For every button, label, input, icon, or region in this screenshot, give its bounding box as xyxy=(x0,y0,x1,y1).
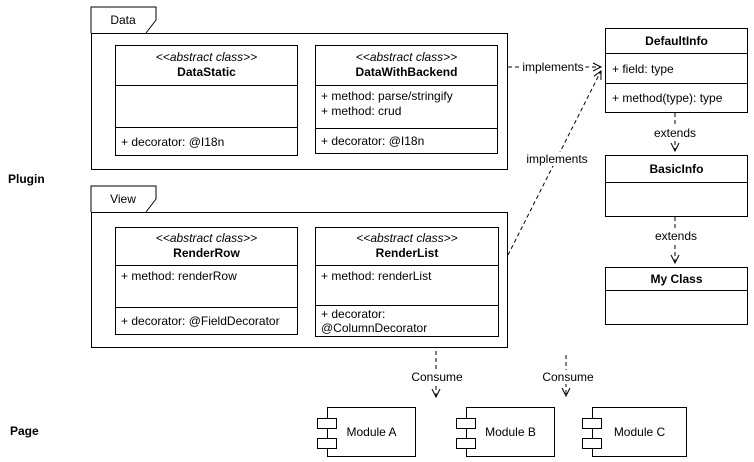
class-myclass-title: My Class xyxy=(606,268,747,291)
stereotype-label: <<abstract class>> xyxy=(356,231,458,245)
module-name: Module B xyxy=(485,425,536,439)
class-datastatic-decorator: + decorator: @I18n xyxy=(116,128,297,155)
component-port-icon xyxy=(582,418,602,429)
implements-label-data: implements xyxy=(520,60,586,74)
class-name: RenderRow xyxy=(173,246,240,260)
method-text: + method: parse/stringify xyxy=(321,89,453,103)
component-port-icon xyxy=(582,438,602,449)
data-package-tab xyxy=(90,6,157,34)
module-name: Module C xyxy=(613,425,666,439)
data-package-title: Data xyxy=(110,13,136,27)
decorator-text: + decorator: @I18n xyxy=(121,134,225,149)
component-module-a: Module A xyxy=(317,407,416,457)
class-renderlist-header: <<abstract class>> RenderList xyxy=(316,228,498,266)
class-basicinfo-title: BasicInfo xyxy=(606,156,747,183)
class-datastatic-header: <<abstract class>> DataStatic xyxy=(116,46,297,86)
class-name: DataStatic xyxy=(177,65,236,79)
component-module-b: Module B xyxy=(456,407,555,457)
method-text: + method: renderRow xyxy=(121,269,237,283)
class-datawithbackend-header: <<abstract class>> DataWithBackend xyxy=(316,46,497,86)
stereotype-label: <<abstract class>> xyxy=(355,50,458,64)
consume-label-left: Consume xyxy=(409,370,465,384)
module-name: Module A xyxy=(346,425,397,439)
class-renderrow: <<abstract class>> RenderRow + method: r… xyxy=(115,227,298,335)
class-defaultinfo: DefaultInfo + field: type + method(type)… xyxy=(605,28,748,113)
method-text: + method: renderList xyxy=(321,269,432,283)
class-datawithbackend: <<abstract class>> DataWithBackend + met… xyxy=(315,45,498,154)
class-renderlist-decorator: + decorator: @ColumnDecorator xyxy=(316,306,498,336)
stereotype-label: <<abstract class>> xyxy=(155,231,258,245)
defaultinfo-method-row: + method(type): type xyxy=(606,84,747,112)
page-label: Page xyxy=(10,424,39,438)
plugin-label: Plugin xyxy=(8,172,45,186)
method-text: + method: crud xyxy=(321,104,402,118)
decorator-text: + decorator: @I18n xyxy=(321,134,425,148)
class-defaultinfo-title: DefaultInfo xyxy=(606,29,747,54)
component-port-icon xyxy=(317,438,337,449)
implements-label-view: implements xyxy=(524,152,590,166)
class-renderrow-methods: + method: renderRow xyxy=(116,266,297,308)
view-package-title: View xyxy=(110,192,136,206)
class-renderrow-header: <<abstract class>> RenderRow xyxy=(116,228,297,266)
component-port-icon xyxy=(456,438,476,449)
field-text: + field: type xyxy=(612,61,674,76)
method-text: + method(type): type xyxy=(612,91,723,105)
class-datastatic: <<abstract class>> DataStatic + decorato… xyxy=(115,45,298,156)
class-renderlist: <<abstract class>> RenderList + method: … xyxy=(315,227,499,337)
component-port-icon xyxy=(317,418,337,429)
class-name: RenderList xyxy=(375,246,439,260)
class-datawithbackend-methods: + method: parse/stringify + method: crud xyxy=(316,86,497,129)
defaultinfo-field-row: + field: type xyxy=(606,54,747,84)
stereotype-label: <<abstract class>> xyxy=(155,50,258,64)
component-port-icon xyxy=(456,418,476,429)
class-name: DataWithBackend xyxy=(355,65,458,79)
view-package-tab xyxy=(90,185,157,213)
implements-arrow-view xyxy=(507,70,602,256)
data-package-body xyxy=(91,33,508,170)
extends-label-myclass: extends xyxy=(652,229,700,243)
class-basicinfo-body xyxy=(606,183,747,216)
class-datawithbackend-decorator: + decorator: @I18n xyxy=(316,129,497,153)
class-renderlist-methods: + method: renderList xyxy=(316,266,498,306)
decorator-text: + decorator: @ColumnDecorator xyxy=(321,307,428,335)
class-basicinfo: BasicInfo xyxy=(605,155,748,217)
extends-label-basicinfo: extends xyxy=(651,126,699,140)
class-renderrow-decorator: + decorator: @FieldDecorator xyxy=(116,308,297,334)
class-myclass: My Class xyxy=(605,267,748,325)
view-package-body xyxy=(91,212,508,348)
component-module-c: Module C xyxy=(582,407,687,457)
class-myclass-body xyxy=(606,291,747,324)
consume-label-right: Consume xyxy=(540,370,596,384)
class-datastatic-methods xyxy=(116,86,297,128)
decorator-text: + decorator: @FieldDecorator xyxy=(121,314,280,328)
